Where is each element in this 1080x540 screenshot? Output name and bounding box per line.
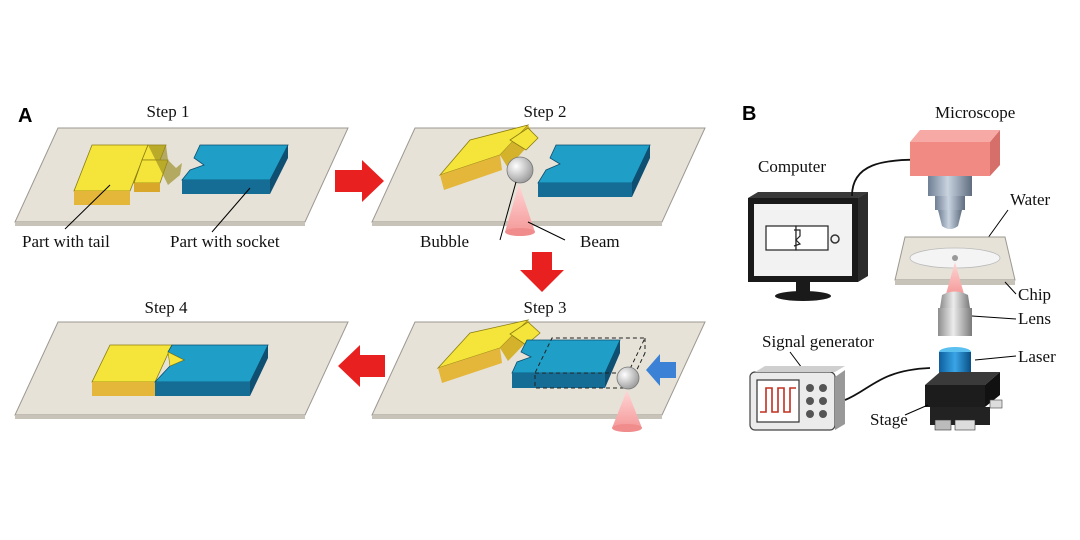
leader-socket xyxy=(211,187,251,233)
assembled-part xyxy=(91,344,269,396)
panel-a-letter: A xyxy=(18,105,32,127)
chip xyxy=(894,236,1016,285)
laser-beam xyxy=(946,262,964,294)
part-with-tail-3 xyxy=(436,319,541,383)
beam-3-base xyxy=(612,424,642,432)
computer xyxy=(748,192,868,301)
step-1-plate xyxy=(14,127,349,226)
step-1-title: Step 1 xyxy=(147,102,190,121)
arrow-left xyxy=(338,345,385,387)
bubble-3 xyxy=(616,366,640,390)
leader-bubble xyxy=(499,181,517,241)
beam-2-base xyxy=(505,228,535,236)
leader-stage xyxy=(904,404,929,416)
bubble-2 xyxy=(506,156,534,184)
signal-cable xyxy=(844,367,931,401)
step-2-plate xyxy=(371,127,706,226)
step-2-title: Step 2 xyxy=(524,102,567,121)
step-4-scene xyxy=(14,321,349,419)
lens xyxy=(938,291,972,336)
label-beam: Beam xyxy=(580,232,620,251)
part-with-socket-3 xyxy=(511,339,621,388)
step-2-scene: Bubble Beam xyxy=(371,124,706,251)
label-microscope: Microscope xyxy=(935,103,1015,122)
label-stage: Stage xyxy=(870,410,908,429)
label-signal-generator: Signal generator xyxy=(762,332,874,351)
microscope xyxy=(910,130,1000,229)
beam-3 xyxy=(612,390,642,428)
step-1-scene: Part with tail Part with socket xyxy=(14,127,349,251)
beam-2 xyxy=(505,184,535,232)
label-lens: Lens xyxy=(1018,309,1051,328)
leader-beam xyxy=(527,221,566,241)
leader-chip xyxy=(1004,281,1017,295)
label-part-with-tail: Part with tail xyxy=(22,232,110,251)
stage xyxy=(925,372,1003,431)
arrow-right-1 xyxy=(335,160,384,202)
part-with-tail-1 xyxy=(73,144,182,205)
part-with-socket-2 xyxy=(537,144,651,197)
leader-lens xyxy=(971,315,1017,320)
label-chip: Chip xyxy=(1018,285,1051,304)
step-3-title: Step 3 xyxy=(524,298,567,317)
part-with-socket-1 xyxy=(181,144,289,194)
label-water: Water xyxy=(1010,190,1050,209)
label-bubble: Bubble xyxy=(420,232,469,251)
step-3-scene xyxy=(371,319,706,432)
step-4-title: Step 4 xyxy=(145,298,188,317)
part-with-tail-2 xyxy=(438,124,539,190)
label-part-with-socket: Part with socket xyxy=(170,232,280,251)
signal-generator xyxy=(749,366,845,431)
label-computer: Computer xyxy=(758,157,826,176)
panel-b-letter: B xyxy=(742,103,756,125)
leader-laser xyxy=(974,355,1017,361)
leader-tail xyxy=(64,184,111,230)
push-arrow-blue xyxy=(646,354,676,386)
label-laser: Laser xyxy=(1018,347,1056,366)
arrow-down xyxy=(520,252,564,292)
